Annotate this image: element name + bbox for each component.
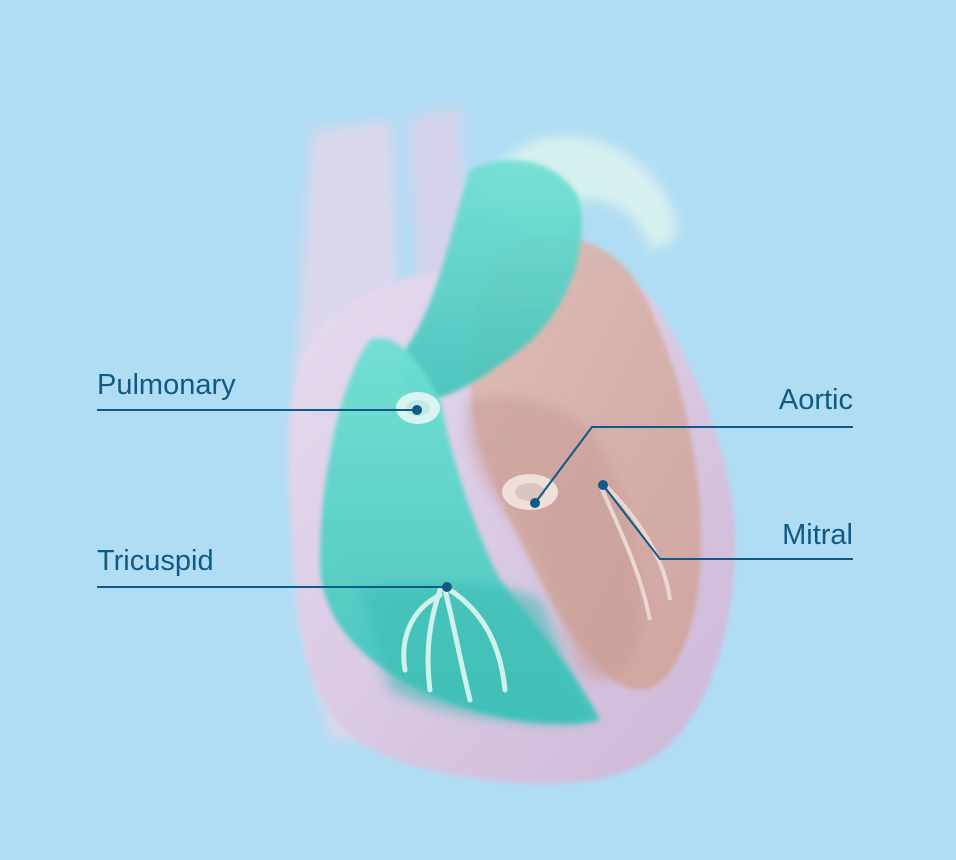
aortic-dot [530,498,540,508]
aortic-valve-shape [502,474,558,510]
left-ventricle-atrium [467,235,701,690]
pulmonary-trunk [400,160,582,400]
pulmonary-label: Pulmonary [97,369,236,401]
mitral-label: Mitral [782,519,853,551]
right-ventricle [320,338,600,724]
aortic-leader-line [534,426,853,504]
mitral-chordae [598,483,672,621]
mitral-leader-line [602,484,853,560]
leader-dots [412,405,608,592]
mitral-dot [598,480,608,490]
leader-lines [97,409,853,588]
pulmonary-dot [412,405,422,415]
aortic-label: Aortic [778,384,853,416]
tricuspid-label: Tricuspid [97,545,214,577]
tricuspid-dot [442,582,452,592]
